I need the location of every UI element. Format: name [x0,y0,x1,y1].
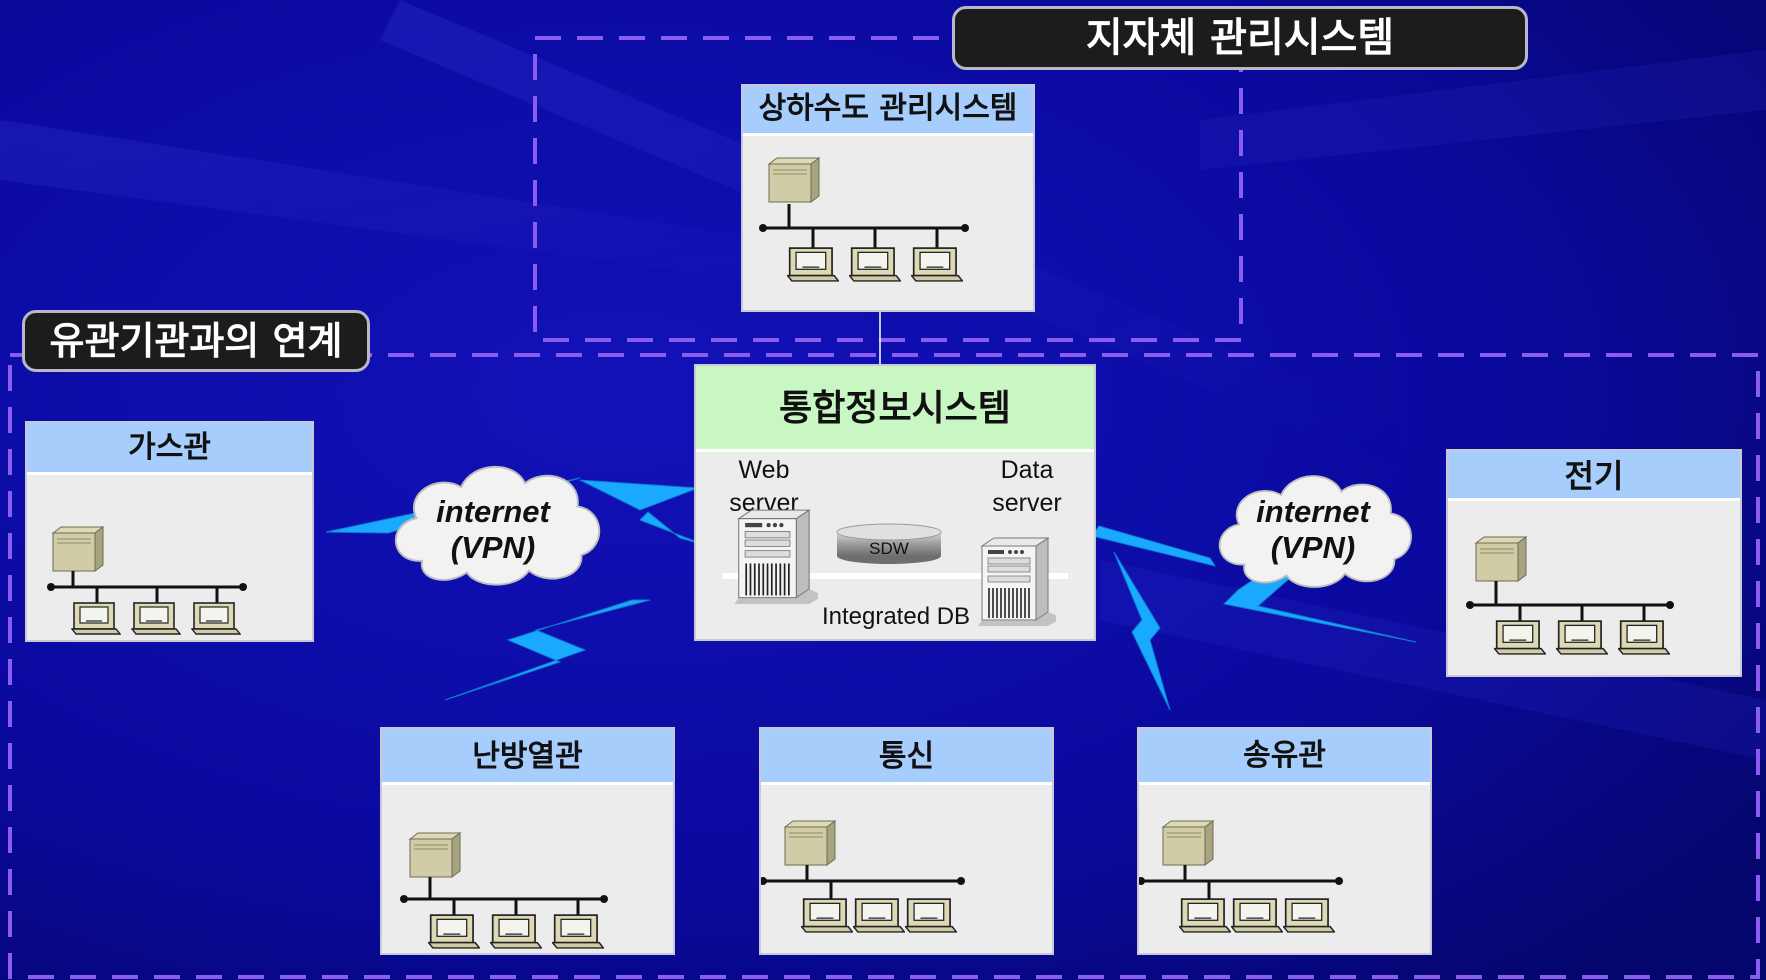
related-orgs-title: 유관기관과의 연계 [22,310,370,372]
panel-title: 통신 [761,729,1052,785]
workstation-icon [801,898,853,933]
cloud-right-label: internet (VPN) [1256,494,1370,565]
related-orgs-region [8,353,1760,979]
workstation-icon [71,602,121,635]
workstation-icon [428,914,480,949]
data-server-label: Data server [992,456,1062,517]
server-icon [1162,820,1214,866]
gas-system-panel[interactable]: 가스관 [25,421,314,642]
central-diagram: SDW [722,509,1068,626]
workstation-icon [1618,620,1670,655]
workstation-icon [853,898,905,933]
server-icon [768,157,820,203]
database-icon: SDW [836,523,942,564]
local-gov-region [533,36,1243,342]
lan-diagram [47,526,247,635]
panel-title: 난방열관 [382,729,673,785]
local-gov-title: 지자체 관리시스템 [952,6,1528,70]
heating-system-panel[interactable]: 난방열관 [380,727,675,955]
workstation-icon [787,247,839,282]
server-icon [409,832,461,878]
lan-diagram [1139,820,1343,933]
server-icon [52,526,104,572]
lan-diagram [759,157,969,282]
lan-diagram [400,832,608,949]
workstation-icon [552,914,604,949]
telecom-system-panel[interactable]: 통신 [759,727,1054,955]
workstation-icon [905,898,957,933]
central-system-panel[interactable]: 통합정보시스템 Web server Data server SDW Integ… [694,364,1096,641]
workstation-icon [131,602,181,635]
workstation-icon [490,914,542,949]
server-icon [784,820,836,866]
server-icon [733,509,818,604]
workstation-icon [849,247,901,282]
central-title: 통합정보시스템 [696,366,1094,452]
electric-system-panel[interactable]: 전기 [1446,449,1742,677]
panel-title: 상하수도 관리시스템 [743,86,1033,136]
panel-title: 송유관 [1139,729,1430,785]
workstation-icon [1556,620,1608,655]
panel-title: 전기 [1448,451,1740,501]
server-icon [1475,536,1527,582]
workstation-icon [1494,620,1546,655]
db-label: Integrated DB [821,603,971,630]
workstation-icon [191,602,241,635]
workstation-icon [1179,898,1231,933]
oil-system-panel[interactable]: 송유관 [1137,727,1432,955]
sdw-label: SDW [869,539,909,558]
panel-title: 가스관 [27,423,312,475]
water-system-panel[interactable]: 상하수도 관리시스템 [741,84,1035,312]
workstation-icon [1231,898,1283,933]
cloud-left-label: internet (VPN) [436,494,550,565]
lan-diagram [761,820,965,933]
lan-diagram [1466,536,1674,655]
workstation-icon [1283,898,1335,933]
workstation-icon [911,247,963,282]
